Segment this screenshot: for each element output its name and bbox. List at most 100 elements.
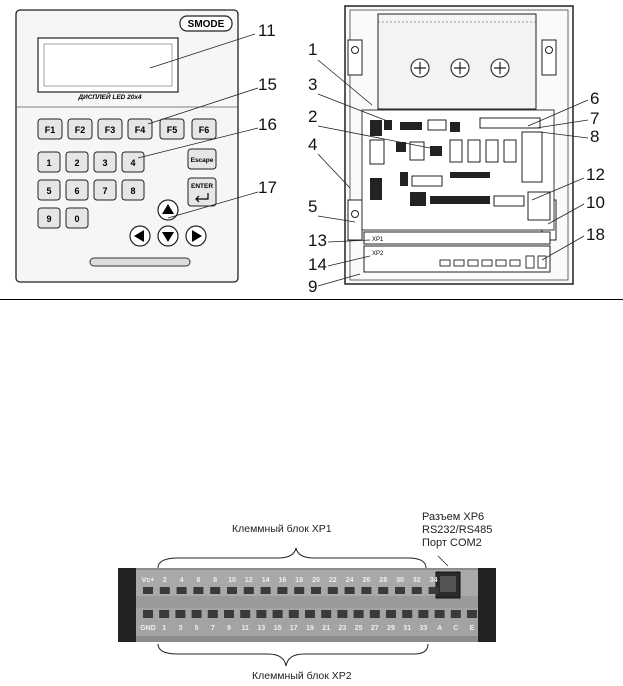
arrow-keys	[129, 199, 207, 247]
key-9[interactable]	[37, 207, 61, 229]
xp1-pin-label: 24	[346, 577, 354, 584]
key-6[interactable]	[65, 179, 89, 201]
xp2-pin-label: 31	[403, 625, 411, 632]
key-8-label: 8	[130, 186, 135, 196]
terminal-screw	[311, 587, 321, 594]
callout-1: 1	[308, 40, 317, 59]
xp1-pin-label: 14	[262, 577, 270, 584]
xp1-strip	[363, 231, 551, 245]
terminal-screw	[450, 610, 461, 618]
xp6-caption-line-2: RS232/RS485	[422, 524, 493, 536]
f3-label: F3	[105, 125, 116, 135]
f5-label: F5	[167, 125, 178, 135]
xp2-pin-label: 7	[211, 625, 215, 632]
key-1[interactable]	[37, 151, 61, 173]
f1-key[interactable]	[37, 118, 63, 140]
f2-label: F2	[75, 125, 86, 135]
xp2-pin-label: 29	[387, 625, 395, 632]
bracket-tr	[541, 39, 557, 76]
panel-slot	[89, 257, 191, 267]
xp1-caption: Клеммный блок XP1	[232, 523, 332, 535]
f3-key[interactable]	[97, 118, 123, 140]
callout-12: 12	[586, 165, 605, 184]
xp2-pin-label: GND	[140, 625, 156, 632]
xp2-label: XP2	[372, 251, 384, 257]
key-0-label: 0	[74, 214, 79, 224]
xp6-caption: Разъем XP6 RS232/RS485 Порт COM2	[422, 511, 492, 550]
terminal-screw	[395, 587, 405, 594]
terminal-screw	[159, 587, 170, 594]
terminal-screw	[256, 610, 267, 618]
key-2[interactable]	[65, 151, 89, 173]
key-8[interactable]	[121, 179, 145, 201]
xp1-pin-label: 22	[329, 577, 337, 584]
terminal-screw	[305, 610, 315, 618]
f1-label: F1	[45, 125, 56, 135]
internal-view-drawing: XP1 XP2 1 3 2 4 5 13 14 9 6 7 8 12 10 18	[308, 5, 605, 296]
f6-key[interactable]	[191, 118, 217, 140]
key-4[interactable]	[121, 151, 145, 173]
xp2-pin-label: 3	[178, 625, 182, 632]
terminal-screw	[428, 587, 439, 594]
key-3[interactable]	[93, 151, 117, 173]
enter-arrow-icon	[195, 193, 209, 203]
number-keys: 1 2 3 4 5 6 7 8 9 0	[37, 151, 145, 229]
xp1-pin-label: 30	[396, 577, 404, 584]
key-6-label: 6	[74, 186, 79, 196]
terminal-screw	[418, 610, 429, 618]
callout-7: 7	[590, 109, 599, 128]
f5-key[interactable]	[159, 118, 185, 140]
callout-10: 10	[586, 193, 605, 212]
key-5[interactable]	[37, 179, 61, 201]
f4-key[interactable]	[127, 118, 153, 140]
terminal-screw	[224, 610, 234, 618]
f6-label: F6	[199, 125, 210, 135]
callout-15: 15	[258, 75, 277, 94]
xp2-pin-label: 13	[258, 625, 266, 632]
f2-key[interactable]	[67, 118, 93, 140]
escape-key[interactable]	[187, 148, 217, 170]
arrow-left-icon	[134, 230, 144, 242]
terminal-screw	[361, 587, 372, 594]
front-panel-drawing: SMODE ДИСПЛЕЙ LED 20x4 F1 F2 F3 F4 F5 F6…	[15, 9, 277, 283]
terminal-screw	[353, 610, 364, 618]
callout-11: 11	[258, 21, 276, 40]
key-1-label: 1	[46, 158, 51, 168]
xp2-pin-label: 1	[162, 625, 166, 632]
xp1-pin-label: 20	[312, 577, 320, 584]
key-7-label: 7	[102, 186, 107, 196]
xp2-pin-label: 5	[195, 625, 199, 632]
key-4-label: 4	[130, 158, 135, 168]
terminal-screw	[277, 587, 288, 594]
terminal-screw	[143, 587, 153, 594]
key-7[interactable]	[93, 179, 117, 201]
terminal-screw	[272, 610, 283, 618]
xp2-pin-label: 27	[371, 625, 379, 632]
xp6-caption-line-3: Порт COM2	[422, 537, 482, 549]
terminal-screw	[411, 587, 422, 594]
xp2-pin-label: 11	[241, 625, 249, 632]
brand-text: SMODE	[188, 19, 225, 30]
xp2-pin-label: 21	[322, 625, 330, 632]
callout-16: 16	[258, 115, 277, 134]
terminal-screw	[327, 587, 338, 594]
bracket-bl	[347, 199, 363, 241]
terminal-screw	[402, 610, 413, 618]
terminal-screw	[288, 610, 299, 618]
xp2-pin-label: 23	[339, 625, 347, 632]
callout-2: 2	[308, 107, 317, 126]
xp1-pin-label: 18	[295, 577, 303, 584]
xp1-pin-label: 26	[363, 577, 371, 584]
key-2-label: 2	[74, 158, 79, 168]
xp1-pin-label: 8	[213, 577, 217, 584]
key-0[interactable]	[65, 207, 89, 229]
terminal-screw	[227, 587, 237, 594]
xp2-pin-label: A	[437, 625, 442, 632]
callout-18: 18	[586, 225, 605, 244]
enter-key[interactable]	[187, 177, 217, 207]
callout-3: 3	[308, 75, 317, 94]
terminal-screw	[434, 610, 445, 618]
terminal-screw	[378, 587, 389, 594]
terminal-screw	[386, 610, 396, 618]
